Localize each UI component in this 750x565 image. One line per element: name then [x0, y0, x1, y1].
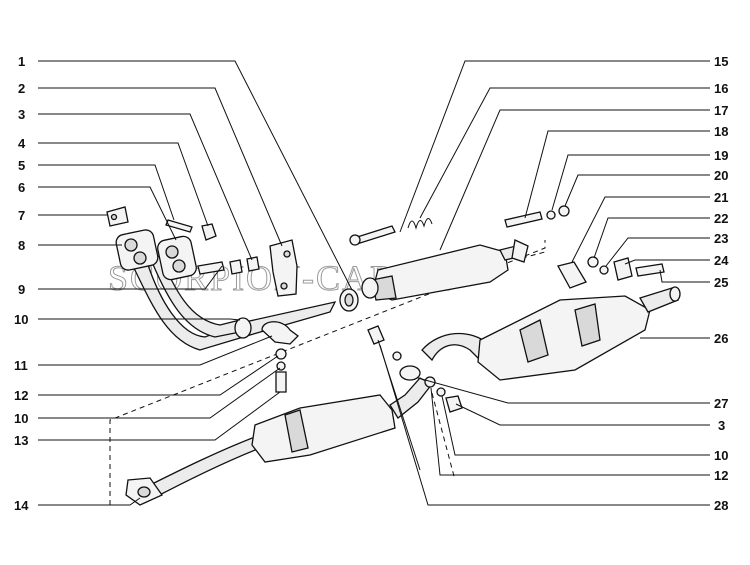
- main-muffler: [421, 286, 681, 381]
- callout-8: 8: [18, 238, 25, 253]
- muffler-hangers: [557, 256, 665, 289]
- callout-3: 3: [18, 107, 25, 122]
- callout-1: 1: [18, 54, 25, 69]
- callout-22: 22: [714, 211, 728, 226]
- callout-25: 25: [714, 275, 728, 290]
- callout-27: 27: [714, 396, 728, 411]
- callout-12b: 12: [714, 468, 728, 483]
- callout-17: 17: [714, 103, 728, 118]
- callout-19: 19: [714, 148, 728, 163]
- callouts-right: 15 16 17 18 19 20 21 22 23 24 25 26 27 3…: [714, 54, 729, 513]
- callout-12: 12: [14, 388, 28, 403]
- callout-10c: 10: [714, 448, 728, 463]
- callout-4: 4: [18, 136, 26, 151]
- manifold-gaskets: [106, 206, 197, 281]
- callout-10: 10: [14, 312, 28, 327]
- callout-3b: 3: [718, 418, 725, 433]
- callout-6: 6: [18, 180, 25, 195]
- callout-2: 2: [18, 81, 25, 96]
- callout-5: 5: [18, 158, 25, 173]
- callout-11: 11: [14, 358, 28, 373]
- pipe-clamp: [261, 321, 299, 393]
- callout-24: 24: [714, 253, 729, 268]
- connector-bolt-set: [504, 205, 570, 228]
- callouts-left: 1 2 3 4 5 6 7 8 9 10 11 12 10 13 14: [14, 54, 29, 513]
- callout-15: 15: [714, 54, 728, 69]
- callout-13: 13: [14, 433, 28, 448]
- callout-28: 28: [714, 498, 728, 513]
- flange-fasteners: [424, 376, 463, 413]
- callout-26: 26: [714, 331, 728, 346]
- leader-lines: [38, 60, 710, 506]
- callout-7: 7: [18, 208, 25, 223]
- callout-20: 20: [714, 168, 728, 183]
- bracket: [269, 239, 298, 297]
- callout-18: 18: [714, 124, 728, 139]
- intermediate-resonator: [361, 239, 529, 301]
- callout-14: 14: [14, 498, 29, 513]
- studs-and-bolts: [165, 219, 260, 275]
- callout-10b: 10: [14, 411, 28, 426]
- callout-16: 16: [714, 81, 728, 96]
- callout-23: 23: [714, 231, 728, 246]
- callout-21: 21: [714, 190, 728, 205]
- sealing-ring: [339, 288, 359, 312]
- spring-bolt-set: [349, 218, 433, 246]
- callout-9: 9: [18, 282, 25, 297]
- front-resonator-pipe: [125, 365, 433, 506]
